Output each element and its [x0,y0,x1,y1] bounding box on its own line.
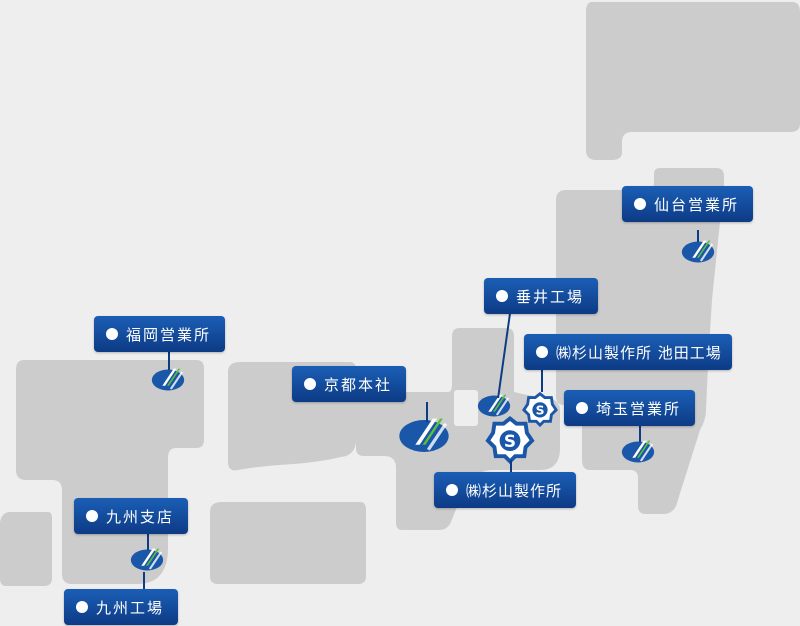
ikeda-stem [541,370,543,392]
label-tarui[interactable]: 垂井工場 [484,278,599,314]
bullet-icon [496,290,508,302]
label-kyoto[interactable]: 京都本社 [292,366,407,402]
sugiyama-marker-icon[interactable] [485,416,535,464]
bullet-icon [304,378,316,390]
label-ikeda-text: ㈱杉山製作所 池田工場 [556,343,722,362]
label-kyoto-text: 京都本社 [324,375,393,394]
label-fukuoka[interactable]: 福岡営業所 [94,316,226,352]
label-sendai-text: 仙台営業所 [654,195,740,214]
label-tarui-text: 垂井工場 [516,287,585,306]
sugiyama-stem [510,460,512,474]
kyoto-stem [426,402,428,422]
label-sugiyama-text: ㈱杉山製作所 [466,481,563,500]
label-fukuoka-text: 福岡営業所 [126,325,212,344]
islet-west [0,512,52,586]
label-ikeda[interactable]: ㈱杉山製作所 池田工場 [524,334,732,370]
label-kyushu-factory[interactable]: 九州工場 [64,589,179,625]
label-sendai[interactable]: 仙台営業所 [622,186,754,222]
label-kyushu-branch-text: 九州支店 [106,507,175,526]
ikeda-marker-icon[interactable] [522,392,558,427]
sendai-stem [697,230,699,242]
hokkaido [586,2,800,160]
saitama-stem [639,426,641,442]
kyushu-branch-stem [147,534,149,550]
bullet-icon [634,198,646,210]
fukuoka-stem [168,352,170,370]
bullet-icon [86,510,98,522]
bullet-icon [576,402,588,414]
lake-biwa [454,390,478,426]
shikoku [210,502,366,584]
bullet-icon [446,484,458,496]
label-sugiyama[interactable]: ㈱杉山製作所 [434,472,577,508]
bullet-icon [76,601,88,613]
label-kyushu-branch[interactable]: 九州支店 [74,498,189,534]
label-saitama-text: 埼玉営業所 [596,399,682,418]
label-saitama[interactable]: 埼玉営業所 [564,390,696,426]
honshu-central [356,328,560,530]
bullet-icon [106,328,118,340]
bullet-icon [536,346,548,358]
kyushu-factory-stem [143,572,145,590]
label-kyushu-factory-text: 九州工場 [96,598,165,617]
